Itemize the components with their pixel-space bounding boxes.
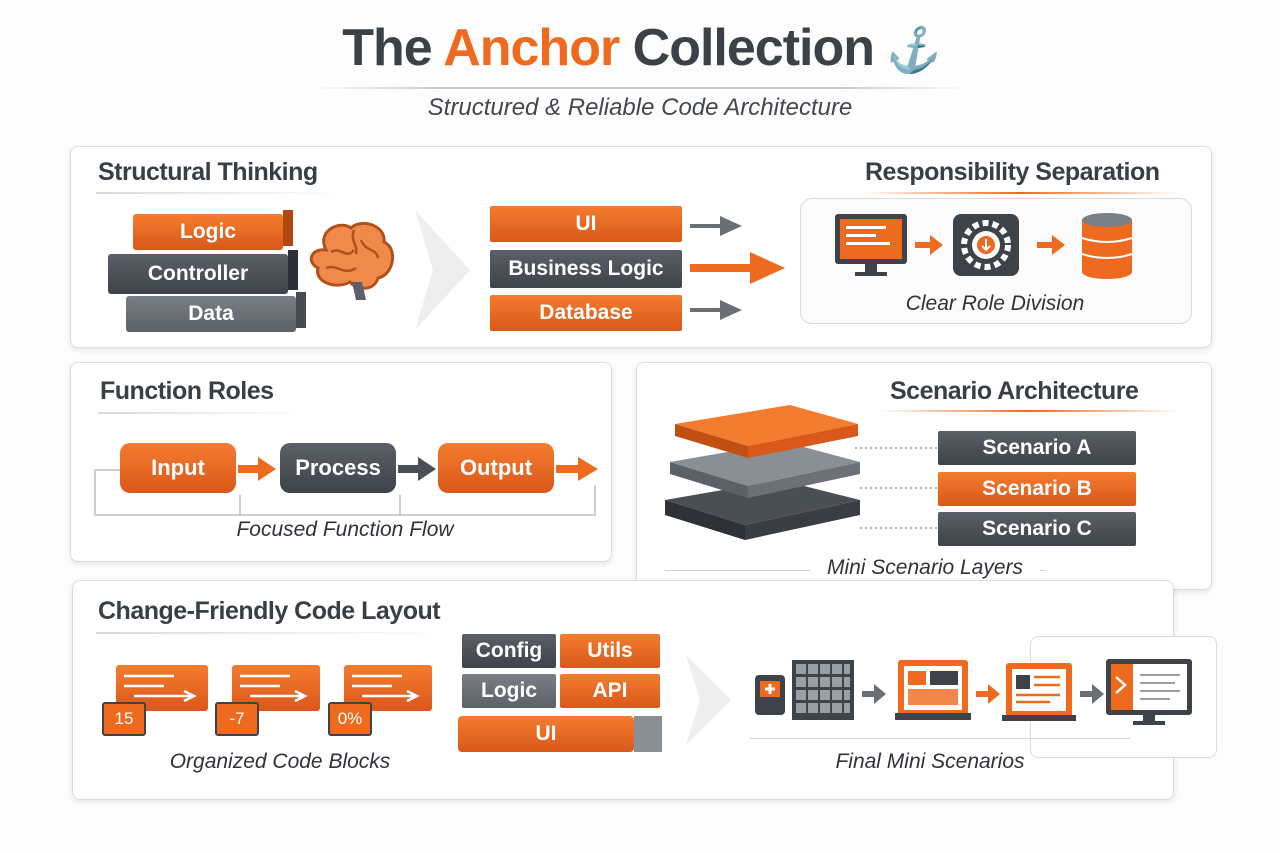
stack-data: Data: [126, 296, 296, 332]
dashboard-icon: [895, 660, 971, 720]
page-title: The Anchor Collection⚓: [0, 18, 1280, 78]
arrow-right-icon: [398, 457, 436, 481]
document-icon: [1002, 663, 1076, 721]
anchor-icon: ⚓: [883, 25, 939, 76]
responsibility-underline: [860, 192, 1180, 194]
layer-ui: UI: [490, 206, 682, 242]
structural-underline: [96, 192, 346, 194]
function-roles-underline: [98, 412, 308, 414]
monitor-icon: [835, 214, 907, 276]
scenario-layers-icon: [665, 405, 938, 540]
code-block-badge: -7: [215, 702, 259, 736]
arrow-right-icon: [1037, 235, 1065, 255]
layer-business-logic: Business Logic: [490, 250, 682, 288]
final-scenarios-rule: [750, 738, 1130, 739]
arrow-right-icon: [556, 457, 598, 481]
module-api: API: [560, 674, 660, 708]
arrow-right-icon: [862, 684, 886, 704]
title-part2: Collection: [632, 19, 875, 77]
code-lines-icon: [240, 674, 308, 703]
gear-icon: [953, 214, 1019, 276]
title-divider: [310, 87, 970, 89]
function-roles-title: Function Roles: [100, 377, 274, 405]
step-process: Process: [280, 443, 396, 493]
change-friendly-underline: [96, 632, 446, 634]
module-config: Config: [462, 634, 556, 668]
code-block-badge: 15: [102, 702, 146, 736]
arrow-right-icon: [238, 457, 276, 481]
final-scenarios-icons: [755, 659, 1192, 725]
arrow-right-icon: [976, 684, 1000, 704]
scenario-caption: Mini Scenario Layers: [810, 556, 1040, 580]
arrow-right-icon: [690, 216, 742, 236]
structural-title: Structural Thinking: [98, 158, 318, 186]
code-lines-icon: [352, 674, 420, 703]
step-input: Input: [120, 443, 236, 493]
role-icons: [835, 213, 1133, 279]
step-output: Output: [438, 443, 554, 493]
module-utils: Utils: [560, 634, 660, 668]
module-logic: Logic: [462, 674, 556, 708]
module-ui-side: [634, 716, 662, 752]
brain-icon: [309, 222, 394, 300]
logic-stack: Logic Controller Data: [108, 210, 308, 335]
responsibility-caption: Clear Role Division: [905, 292, 1085, 315]
calendar-icon: [755, 660, 854, 720]
scenario-underline: [880, 410, 1180, 412]
monitor-icon: [1106, 659, 1192, 725]
chevron-right-icon: [415, 210, 470, 330]
scenario-a: Scenario A: [938, 431, 1136, 465]
stack-controller: Controller: [108, 254, 288, 294]
page-subtitle: Structured & Reliable Code Architecture: [427, 94, 853, 121]
arrow-right-icon: [1080, 684, 1104, 704]
stack-data-side: [296, 292, 306, 328]
stack-logic: Logic: [133, 214, 283, 250]
final-scenarios-caption: Final Mini Scenarios: [835, 750, 1025, 773]
module-grid: Config Utils Logic API UI: [458, 630, 678, 760]
responsibility-title: Responsibility Separation: [865, 158, 1160, 186]
flow-connector: [94, 469, 596, 516]
module-ui: UI: [458, 716, 634, 752]
code-blocks: 15 -7 0%: [100, 660, 450, 740]
title-accent: Anchor: [443, 19, 620, 77]
database-icon: [1081, 213, 1133, 279]
chevron-right-icon: [686, 655, 731, 745]
layer-database: Database: [490, 295, 682, 331]
code-blocks-caption: Organized Code Blocks: [169, 750, 391, 773]
code-block-badge: 0%: [328, 702, 372, 736]
function-roles-caption: Focused Function Flow: [236, 518, 454, 541]
scenario-title: Scenario Architecture: [890, 377, 1139, 405]
arrow-right-icon: [915, 235, 943, 255]
scenario-c: Scenario C: [938, 512, 1136, 546]
title-part1: The: [342, 19, 432, 77]
layer-arrows: [690, 216, 785, 320]
code-lines-icon: [124, 674, 197, 703]
stack-logic-side: [283, 210, 293, 246]
stack-controller-side: [288, 250, 298, 290]
scenario-b: Scenario B: [938, 472, 1136, 506]
arrow-right-icon: [690, 252, 785, 284]
arrow-right-icon: [690, 300, 742, 320]
change-friendly-title: Change-Friendly Code Layout: [98, 597, 441, 625]
